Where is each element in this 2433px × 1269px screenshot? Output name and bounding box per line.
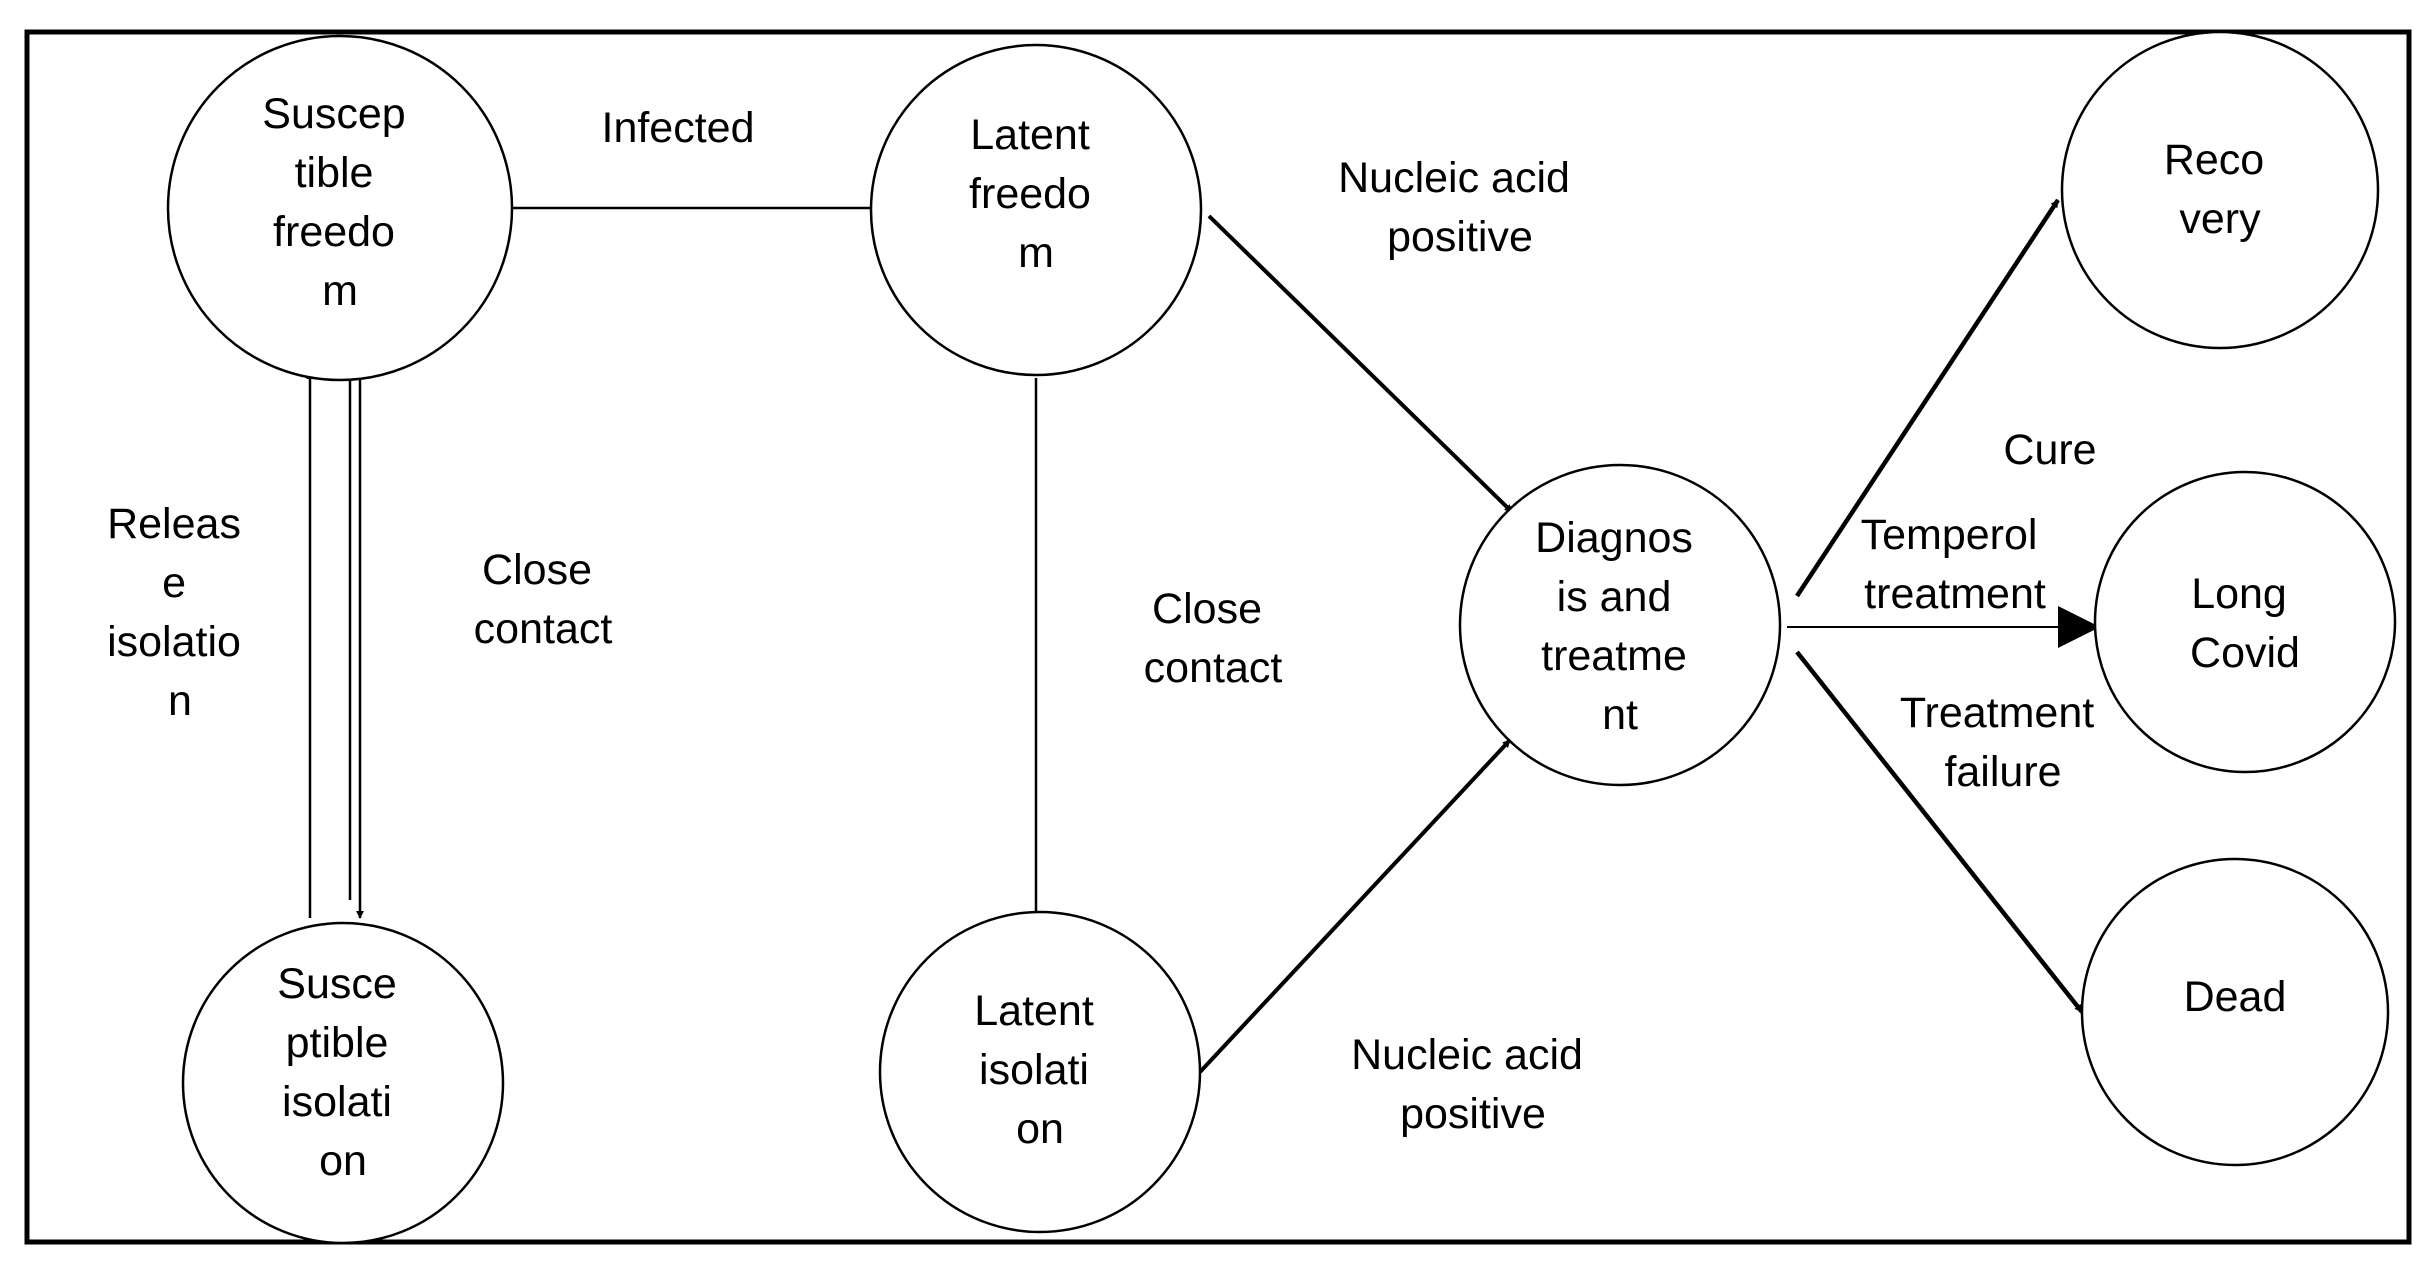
node-label: nt — [1602, 691, 1638, 739]
edge-label-infected: Infected — [602, 104, 755, 152]
edge-label-cure: Cure — [2003, 426, 2096, 474]
node-susceptible-freedom: Suscep tible freedo m — [166, 34, 514, 382]
temperol-arrowhead — [2058, 606, 2100, 648]
edge-label-release-isolation: Releas e isolatio n — [107, 500, 253, 725]
svg-text:Latent freedo: Latent freedo m — [969, 111, 1103, 277]
svg-text:Latent isolati: Latent isolati on — [974, 987, 1106, 1153]
treatment-failure-arrow — [1795, 650, 2084, 1014]
node-latent-freedom: Latent freedo m — [869, 43, 1203, 377]
node-label: isolati — [979, 1046, 1089, 1094]
node-label: Covid — [2190, 629, 2300, 677]
node-label: very — [2179, 195, 2261, 243]
nucleic-bottom-arrow — [1198, 738, 1512, 1074]
nodes: Suscep tible freedo m Susce ptible isola… — [166, 30, 2397, 1245]
edge-label-close-contact-left: Close contact — [474, 546, 613, 653]
node-susceptible-isolation: Susce ptible isolati on — [181, 921, 505, 1245]
node-label: Diagnos — [1535, 514, 1693, 562]
node-long-covid: Long Covid — [2093, 470, 2397, 774]
node-diagnosis-treatment: Diagnos is and treatme nt — [1458, 463, 1782, 787]
node-label: freedo — [273, 208, 395, 256]
node-label: Susce — [277, 960, 397, 1008]
edge-label-temperol-treatment: Temperol treatment — [1861, 511, 2050, 618]
edge-label-nucleic-top: Nucleic acid positive — [1338, 154, 1582, 261]
node-label: Dead — [2184, 973, 2287, 1021]
node-label: Suscep — [262, 90, 405, 138]
node-label: isolati — [282, 1078, 392, 1126]
edge-label-nucleic-bottom: Nucleic acid positive — [1351, 1031, 1595, 1138]
node-label: is and — [1557, 573, 1672, 621]
node-label: freedo — [969, 170, 1091, 218]
cure-arrow — [1795, 198, 2060, 598]
node-latent-isolation: Latent isolati on — [878, 910, 1202, 1234]
node-label: Latent — [970, 111, 1090, 159]
svg-text:Suscep tible f: Suscep tible freedo m — [262, 90, 417, 315]
svg-text:Susce ptible i: Susce ptible isolati on — [277, 960, 408, 1185]
node-label: ptible — [286, 1019, 389, 1067]
node-dead: Dead — [2080, 857, 2390, 1167]
svg-text:Reco very: Reco very — [2164, 136, 2276, 243]
node-label: Latent — [974, 987, 1094, 1035]
svg-text:Long Covid: Long Covid — [2190, 570, 2300, 677]
svg-text:Diagnos is and: Diagnos is and treatme nt — [1535, 514, 1705, 739]
node-label: Long — [2191, 570, 2287, 618]
node-label: m — [1018, 229, 1054, 277]
edge-label-close-contact-middle: Close contact — [1144, 585, 1283, 692]
node-label: on — [1016, 1105, 1064, 1153]
node-label: Reco — [2164, 136, 2264, 184]
node-recovery: Reco very — [2060, 30, 2380, 350]
edge-label-treatment-failure: Treatment failure — [1900, 689, 2106, 796]
nucleic-top-arrow — [1207, 214, 1514, 514]
node-label: on — [319, 1137, 367, 1185]
node-label: m — [322, 267, 358, 315]
svg-text:Dead: Dead — [2184, 973, 2287, 1021]
node-label: tible — [295, 149, 374, 197]
node-label: treatme — [1541, 632, 1687, 680]
edge-labels: Infected Releas e isolatio n Close conta… — [107, 104, 2106, 1138]
diagram-frame — [24, 29, 2412, 1245]
edges — [306, 198, 2100, 1074]
